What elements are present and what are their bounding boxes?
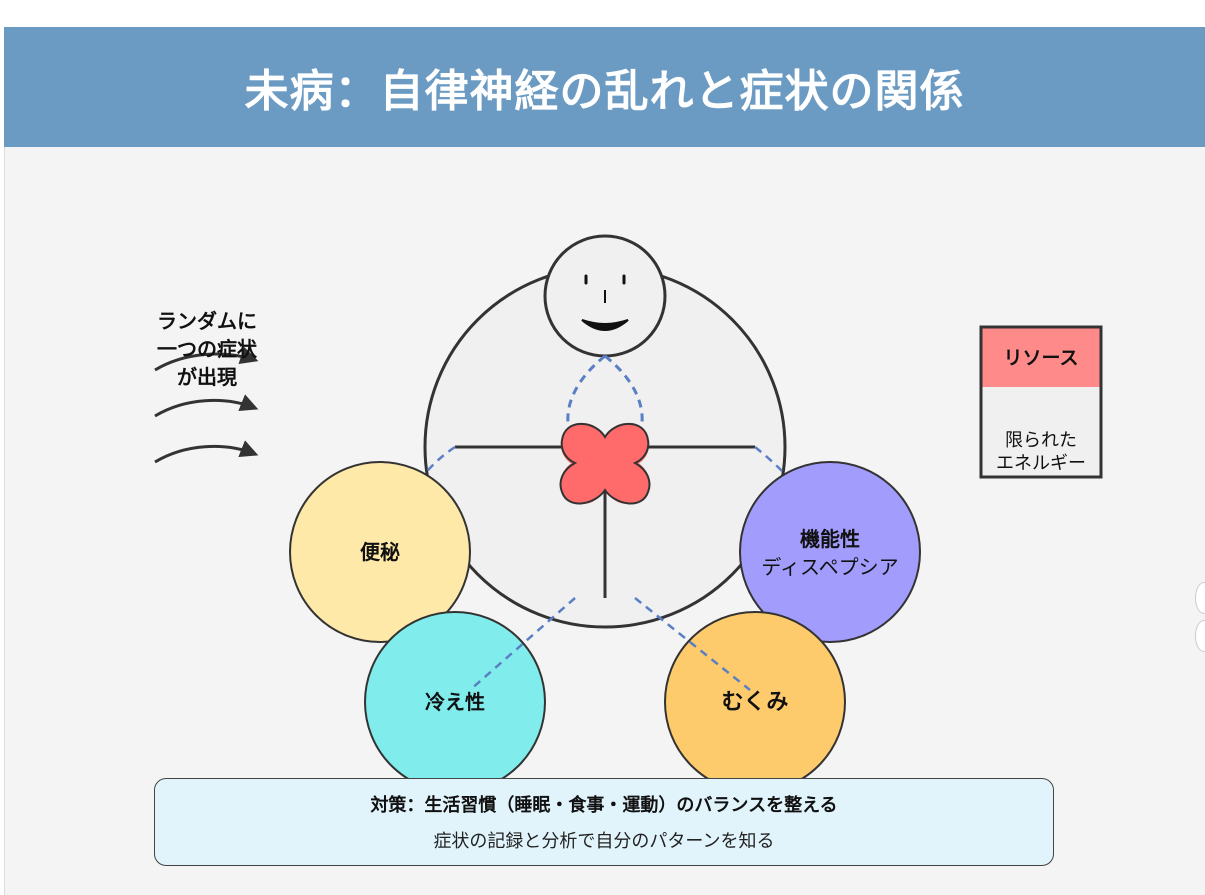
random-note-line2: 一つの症状: [157, 337, 258, 361]
resource-box-body: [981, 387, 1101, 477]
symptom-label-dyspepsia-line2: ディスペプシア: [761, 555, 898, 579]
symptom-label-swelling: むくみ: [722, 690, 789, 715]
random-arrow-3: [154, 440, 259, 464]
countermeasure-sub: 症状の記録と分析で自分のパターンを知る: [433, 831, 775, 852]
countermeasure-box: 対策：生活習慣（睡眠・食事・運動）のバランスを整える 症状の記録と分析で自分のパ…: [154, 778, 1054, 866]
nerve-link-swelling: [634, 597, 751, 691]
symptom-label-constipation: 便秘: [360, 540, 400, 564]
random-note-line1: ランダムに: [157, 309, 257, 333]
random-note-line3: が出現: [177, 365, 237, 389]
page-title: 未病：自律神経の乱れと症状の関係: [244, 66, 965, 117]
smile-mouth: [581, 319, 629, 331]
symptom-label-dyspepsia-line1: 機能性: [800, 527, 860, 551]
resource-box-border: [979, 325, 1103, 479]
random-arrow-2: [154, 394, 259, 418]
symptom-circle-dyspepsia: [739, 461, 921, 643]
resource-box-body-line1: 限られた: [1005, 430, 1077, 451]
nerve-center-icon: [559, 423, 651, 505]
countermeasure-main: 対策：生活習慣（睡眠・食事・運動）のバランスを整える: [370, 795, 838, 816]
resource-box-body-line2: エネルギー: [996, 453, 1086, 474]
random-arrow-1: [154, 346, 259, 372]
title-bar: 未病：自律神経の乱れと症状の関係: [4, 27, 1205, 147]
nerve-link-cold: [469, 597, 576, 691]
resource-box-title: リソース: [1003, 347, 1078, 369]
symptom-label-cold: 冷え性: [425, 690, 485, 714]
symptom-circle-constipation: [289, 461, 471, 643]
resource-box-header: [981, 327, 1101, 387]
